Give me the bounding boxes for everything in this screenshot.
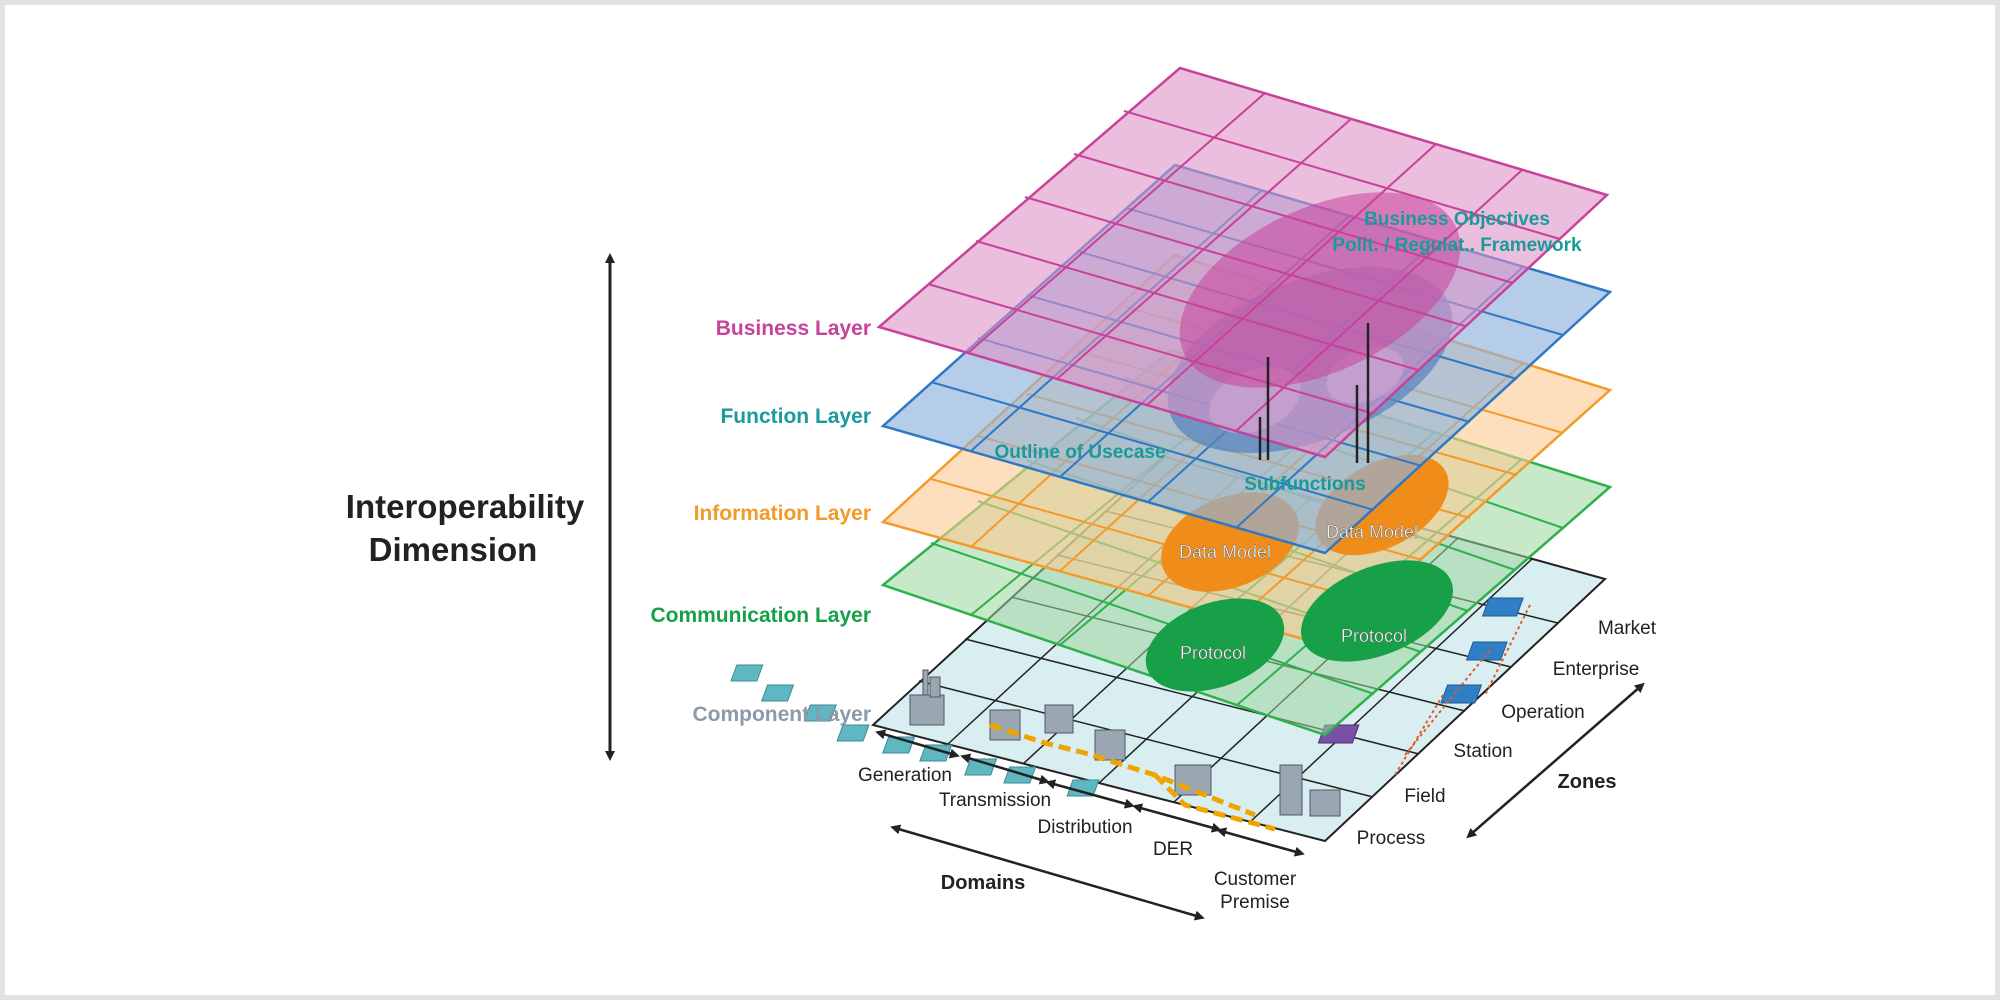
zone-enterprise: Enterprise [1553, 659, 1640, 680]
dimension-label-line1: Interoperability [346, 488, 585, 525]
data-model-label-1: Data Model [1179, 542, 1271, 562]
subfunctions-label: Subfunctions [1244, 474, 1365, 495]
zone-operation: Operation [1501, 702, 1584, 723]
outline-of-usecase-label: Outline of Usecase [994, 442, 1165, 463]
business-layer-plane [876, 66, 1610, 459]
zone-field: Field [1404, 786, 1445, 807]
function-layer-label: Function Layer [720, 405, 871, 428]
domain-premise: Premise [1220, 892, 1290, 913]
business-objectives-label: Business Objectives [1364, 209, 1550, 230]
diagram-frame: Business Objectives Polit. / Regulat.. F… [5, 5, 1995, 995]
domains-title: Domains [941, 872, 1025, 894]
protocol-label-2: Protocol [1341, 626, 1407, 646]
protocol-shapes [1145, 560, 1453, 692]
domain-der: DER [1153, 839, 1193, 860]
communication-layer-label: Communication Layer [650, 604, 871, 627]
component-layer-label: Component Layer [692, 703, 871, 726]
zones-axis [1466, 682, 1645, 839]
domain-generation: Generation [858, 765, 952, 786]
dimension-label-line2: Dimension [369, 531, 538, 568]
business-layer-label: Business Layer [716, 317, 871, 340]
domain-customer: Customer [1214, 869, 1297, 890]
information-layer-label: Information Layer [694, 502, 871, 525]
domain-transmission: Transmission [939, 790, 1051, 811]
protocol-label-1: Protocol [1180, 643, 1246, 663]
zone-station: Station [1453, 741, 1512, 762]
zone-process: Process [1357, 828, 1426, 849]
sgam-diagram: Business Objectives Polit. / Regulat.. F… [346, 66, 1657, 921]
zone-market: Market [1598, 618, 1657, 639]
domain-arrows [875, 729, 1305, 921]
zones-title: Zones [1558, 771, 1617, 793]
domain-distribution: Distribution [1037, 817, 1132, 838]
framework-label: Polit. / Regulat.. Framework [1332, 235, 1582, 256]
data-model-label-2: Data Model [1326, 522, 1418, 542]
connector-lines [1258, 323, 1370, 463]
